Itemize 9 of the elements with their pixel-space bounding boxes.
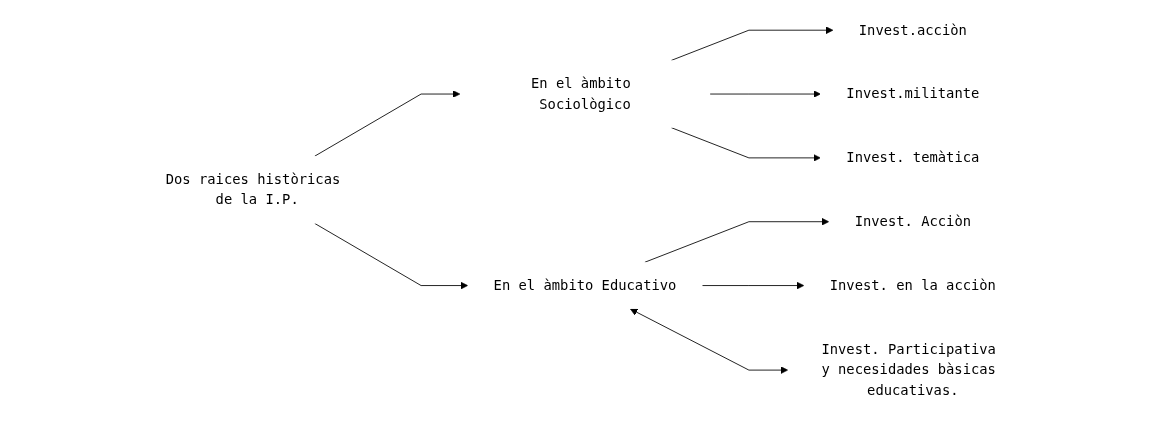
node-text: Invest.acciòn: [858, 21, 967, 38]
node-text: Dos raices històricas de la I.P.: [165, 170, 341, 208]
node-text: Invest. Acciòn: [854, 213, 971, 230]
node-text: Invest. en la acciòn: [829, 276, 996, 294]
node-text: Invest. Participativa y necesidades bàsicas educativas.: [821, 340, 996, 399]
node-text: Invest.militante: [846, 85, 980, 102]
node-text: En el àmbito Educativo: [493, 276, 677, 294]
node-text: En el àmbito Sociològico: [530, 75, 631, 113]
node-text: Invest. temàtica: [846, 149, 980, 166]
